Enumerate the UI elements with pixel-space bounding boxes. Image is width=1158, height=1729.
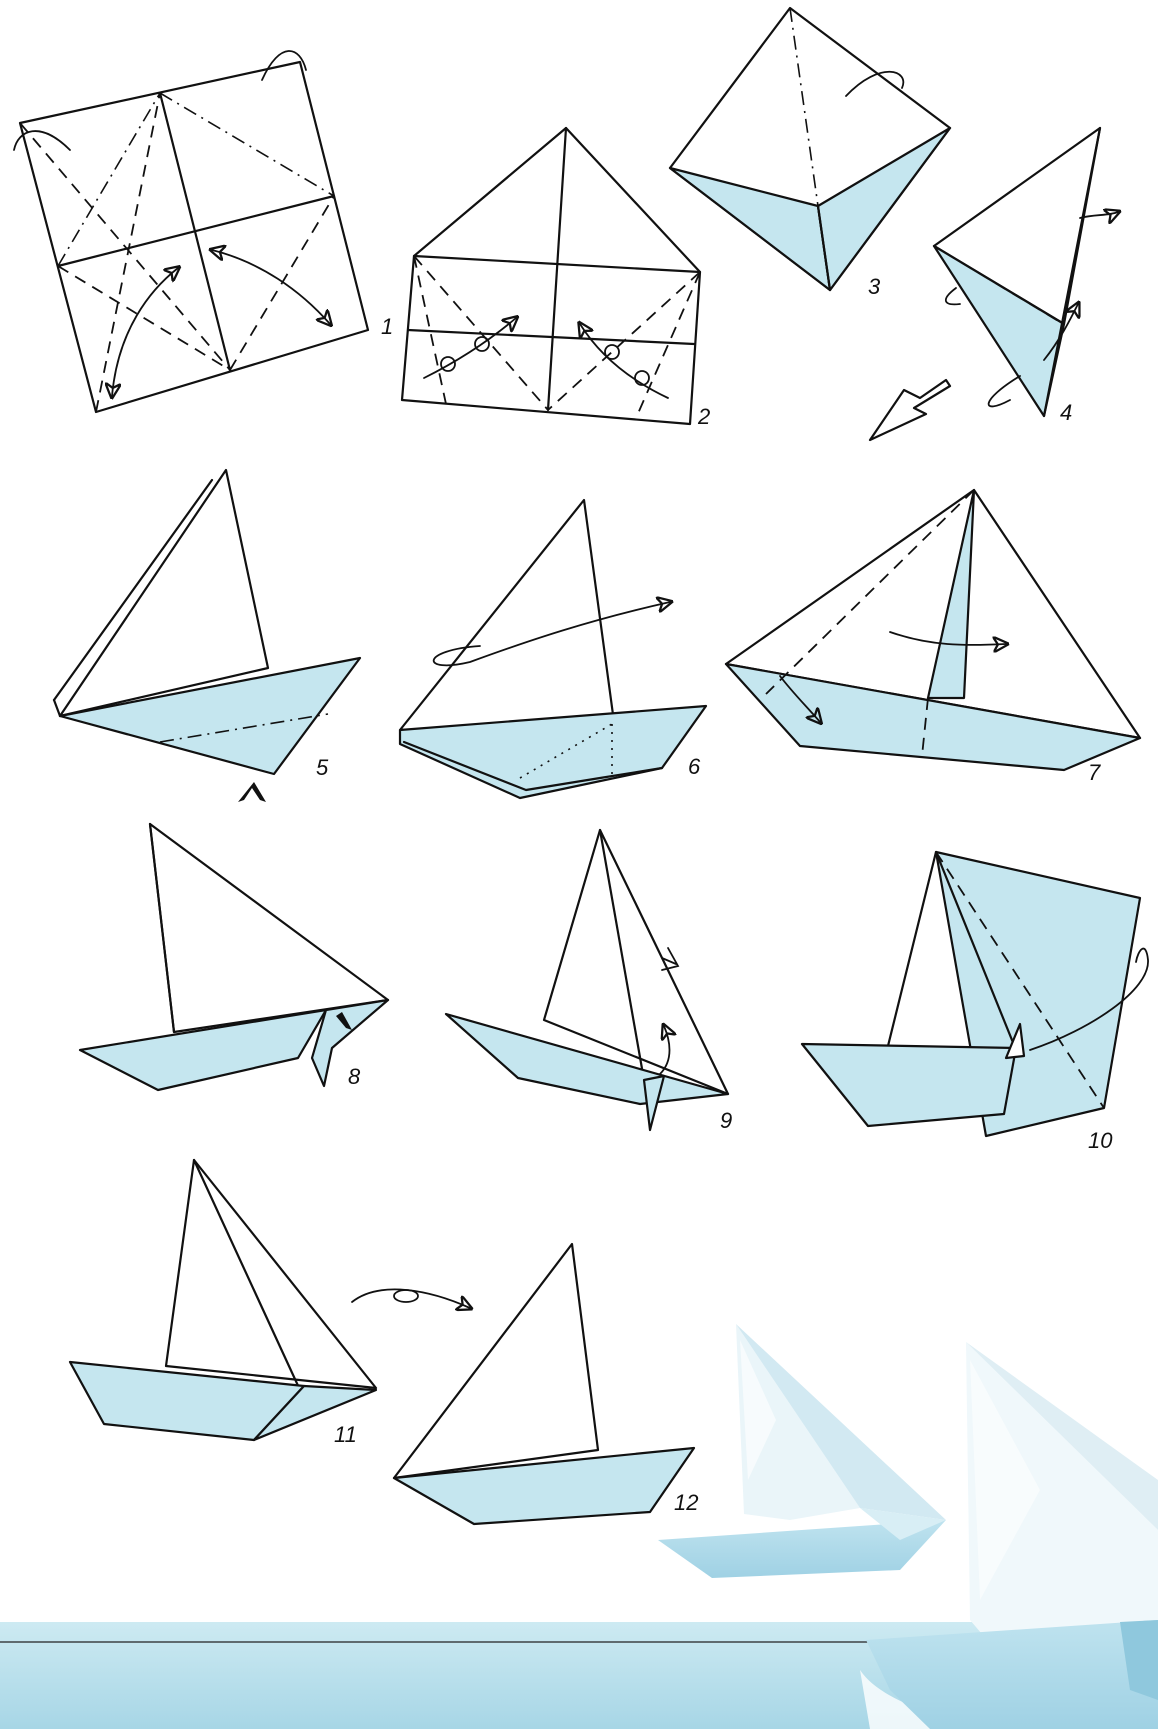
step-number: 2 <box>697 404 710 429</box>
turn-over-arrow-icon <box>352 1289 470 1308</box>
step-3: 3 <box>670 8 950 299</box>
step-10: 10 <box>802 852 1148 1153</box>
step-5: 5 <box>54 470 360 802</box>
step-number: 8 <box>348 1064 361 1089</box>
step-6: 6 <box>400 500 706 798</box>
step-11: 11 <box>70 1160 376 1447</box>
step-number: 3 <box>868 274 881 299</box>
step-1: 1 <box>14 51 393 412</box>
step-2: 2 <box>402 128 710 429</box>
step-number: 11 <box>334 1422 357 1447</box>
step-number: 12 <box>674 1490 698 1515</box>
step-number: 7 <box>1088 760 1101 785</box>
next-step-arrow-icon <box>870 380 950 440</box>
step-number: 10 <box>1088 1128 1113 1153</box>
step-12: 12 <box>394 1244 698 1524</box>
step-number: 1 <box>381 314 393 339</box>
step-number: 4 <box>1060 400 1072 425</box>
photo-sailboat-small <box>658 1324 946 1578</box>
step-number: 5 <box>316 755 329 780</box>
step-number: 9 <box>720 1108 732 1133</box>
step-7: 7 <box>726 490 1140 785</box>
step-4: 4 <box>934 128 1118 425</box>
step-number: 6 <box>688 754 701 779</box>
step-9: 9 <box>446 830 732 1133</box>
step-8: 8 <box>80 824 388 1090</box>
